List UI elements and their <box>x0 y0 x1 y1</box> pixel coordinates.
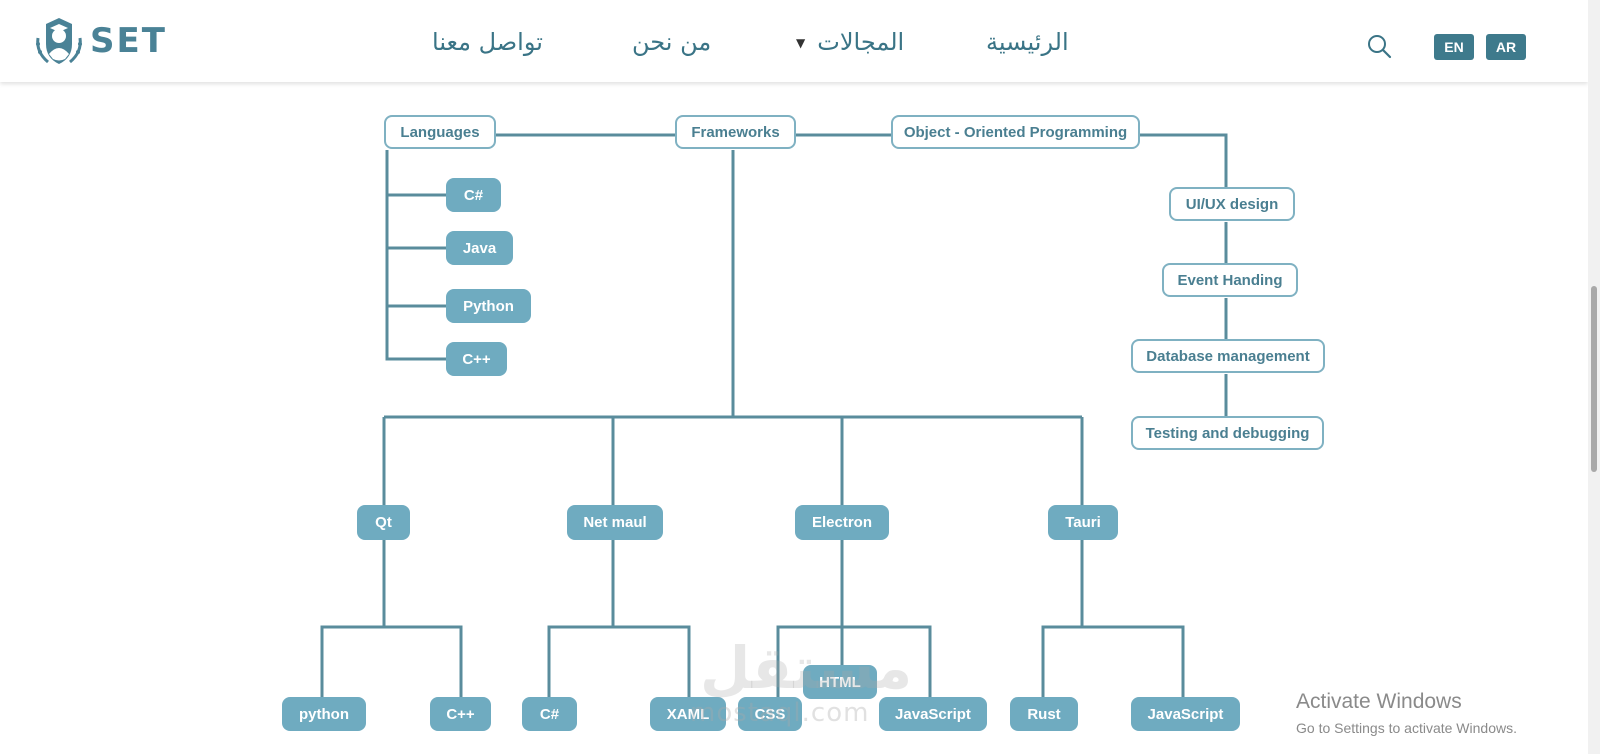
lang-en-button[interactable]: EN <box>1434 34 1474 60</box>
node-frameworks[interactable]: Frameworks <box>675 115 796 149</box>
node-lang-java[interactable]: Java <box>446 231 513 265</box>
node-electron-javascript[interactable]: JavaScript <box>879 697 987 731</box>
node-electron-css[interactable]: CSS <box>738 697 802 731</box>
site-header: SET تواصل معنا من نحن المجالات ▼ الرئيسية… <box>0 0 1588 82</box>
nav-home[interactable]: الرئيسية <box>986 28 1069 56</box>
node-fw-netmaui[interactable]: Net maul <box>567 505 663 540</box>
node-lang-csharp[interactable]: C# <box>446 178 501 212</box>
vertical-scrollbar[interactable] <box>1588 0 1600 754</box>
node-fw-qt[interactable]: Qt <box>357 505 410 540</box>
node-database-management[interactable]: Database management <box>1131 339 1325 373</box>
nav-fields-label: المجالات <box>817 28 905 56</box>
lang-ar-button[interactable]: AR <box>1486 34 1526 60</box>
node-oop[interactable]: Object - Oriented Programming <box>891 115 1140 149</box>
logo-text: SET <box>90 21 167 61</box>
node-fw-electron[interactable]: Electron <box>795 505 889 540</box>
graduate-emblem-icon <box>36 18 82 64</box>
node-uiux-design[interactable]: UI/UX design <box>1169 187 1295 221</box>
node-electron-html[interactable]: HTML <box>803 665 877 699</box>
activate-windows-subtitle: Go to Settings to activate Windows. <box>1296 720 1517 736</box>
nav-about[interactable]: من نحن <box>632 28 712 56</box>
site-logo[interactable]: SET <box>32 14 167 68</box>
activate-windows-notice: Activate Windows Go to Settings to activ… <box>1296 690 1517 736</box>
caret-down-icon: ▼ <box>796 36 806 50</box>
nav-fields-dropdown[interactable]: المجالات ▼ <box>796 28 904 56</box>
node-lang-python[interactable]: Python <box>446 289 531 323</box>
node-tauri-rust[interactable]: Rust <box>1010 697 1078 731</box>
node-tauri-javascript[interactable]: JavaScript <box>1131 697 1240 731</box>
node-testing-debugging[interactable]: Testing and debugging <box>1131 416 1324 450</box>
search-icon[interactable] <box>1366 33 1392 59</box>
node-event-handing[interactable]: Event Handing <box>1162 263 1298 297</box>
scrollbar-thumb[interactable] <box>1591 286 1597 472</box>
activate-windows-title: Activate Windows <box>1296 690 1462 713</box>
node-lang-cpp[interactable]: C++ <box>446 342 507 376</box>
nav-contact[interactable]: تواصل معنا <box>432 28 543 56</box>
node-fw-tauri[interactable]: Tauri <box>1048 505 1118 540</box>
node-netmaui-csharp[interactable]: C# <box>522 697 577 731</box>
node-qt-python[interactable]: python <box>282 697 366 731</box>
node-languages[interactable]: Languages <box>384 115 496 149</box>
node-netmaui-xaml[interactable]: XAML <box>650 697 726 731</box>
node-qt-cpp[interactable]: C++ <box>430 697 491 731</box>
